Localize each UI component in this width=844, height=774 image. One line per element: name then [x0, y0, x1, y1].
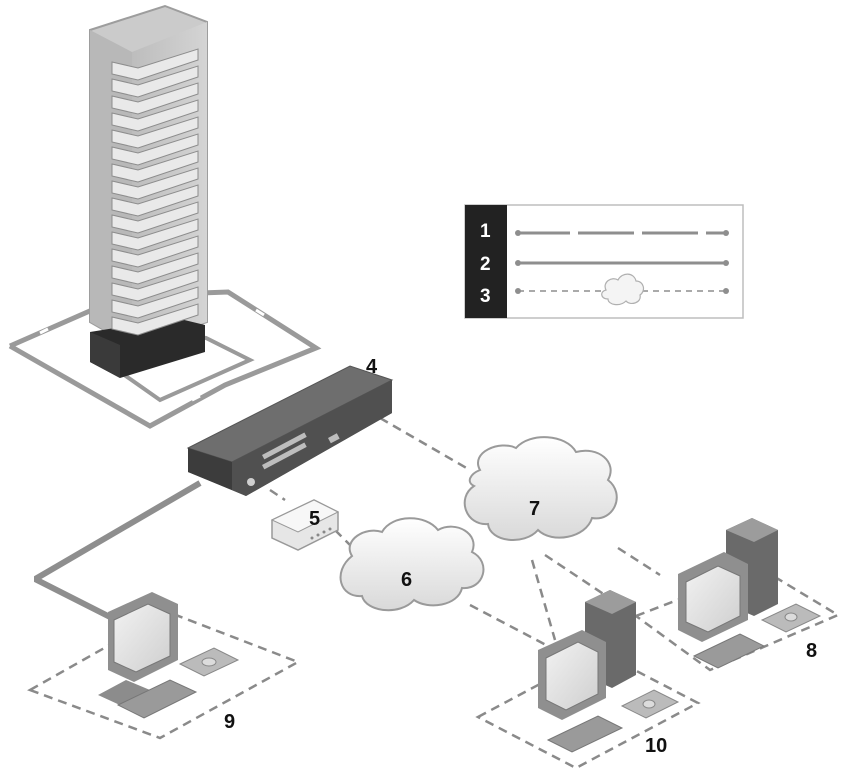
legend: 1 2 3	[464, 204, 744, 319]
legend-cloud-icon	[601, 273, 645, 306]
workstation-10	[538, 590, 680, 753]
legend-line-2	[515, 260, 729, 266]
workstation-area-8	[633, 566, 841, 672]
server-rack	[89, 4, 208, 378]
callout-4: 4	[366, 356, 378, 378]
legend-number-column	[465, 205, 507, 318]
legend-line-1	[515, 230, 729, 236]
callout-9: 9	[224, 711, 235, 733]
legend-line-3	[515, 273, 729, 306]
modem	[270, 499, 340, 551]
solid-cable-console	[34, 480, 202, 620]
legend-number-2: 2	[480, 254, 491, 275]
callout-6: 6	[401, 569, 412, 591]
network-cloud-7	[463, 436, 618, 542]
legend-number-3: 3	[480, 286, 491, 307]
local-console-9	[98, 592, 240, 719]
network-cloud-6	[339, 517, 485, 612]
callout-5: 5	[309, 508, 320, 530]
callout-10: 10	[645, 735, 667, 757]
kvm-switch	[186, 365, 394, 496]
callout-8: 8	[806, 640, 817, 662]
callout-7: 7	[529, 498, 540, 520]
workstation-8	[678, 518, 822, 669]
rack-servers	[111, 48, 199, 336]
legend-number-1: 1	[480, 221, 491, 242]
